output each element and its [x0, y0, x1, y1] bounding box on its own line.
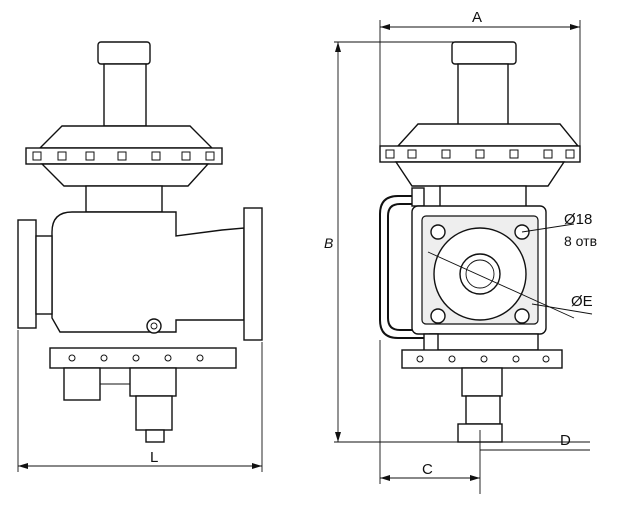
dim-b-label: B — [324, 235, 333, 251]
dimension-l: L — [17, 330, 263, 472]
side-view — [379, 41, 581, 443]
dimension-a: A — [379, 9, 581, 146]
dim-l-label: L — [150, 449, 158, 466]
dimension-b: B — [324, 41, 590, 443]
side-lower-bolts — [416, 355, 550, 363]
dim-a-label: A — [472, 9, 482, 26]
side-flange-bolts — [385, 149, 575, 159]
front-view — [17, 41, 263, 443]
dimension-d: D — [480, 432, 590, 451]
hole-leader — [521, 223, 575, 233]
hole-count-label: 8 отв — [564, 233, 597, 249]
flange-diameter-label: ØE — [571, 293, 593, 310]
dim-c-label: C — [422, 461, 433, 478]
hole-diameter-label: Ø18 — [564, 211, 592, 228]
front-flange-bolts — [32, 151, 215, 161]
dimension-c: C — [379, 340, 481, 494]
dim-d-label: D — [560, 432, 571, 449]
front-lower-bolts — [68, 354, 204, 362]
